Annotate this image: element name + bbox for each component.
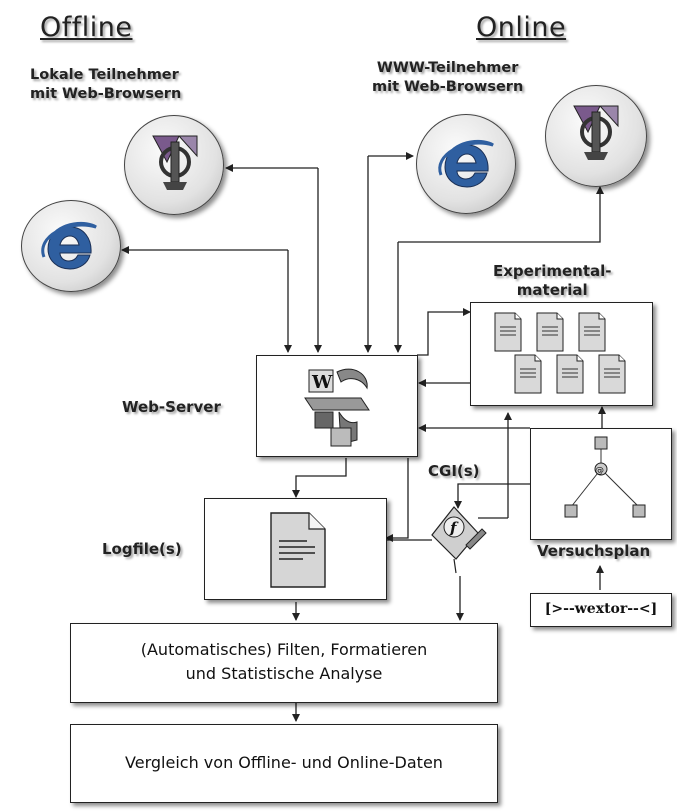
- internet-explorer-icon: [41, 221, 97, 270]
- analysis-line-1: (Automatisches) Filten, Formatieren: [140, 640, 428, 659]
- wextor-label: [>--wextor--<]: [544, 601, 658, 617]
- versuchsplan-label: Versuchsplan: [537, 542, 651, 560]
- document-icon: [536, 312, 564, 352]
- document-icon: [514, 354, 542, 394]
- heading-offline: Offline: [40, 12, 133, 43]
- cgi-function-icon: f: [431, 506, 487, 574]
- experiment-tree-icon: @: [564, 436, 646, 518]
- logfile-label: Logfile(s): [102, 540, 182, 558]
- web-server-box: W: [256, 355, 418, 457]
- experimental-material-box: [470, 302, 653, 406]
- logfile-box: [204, 498, 387, 600]
- document-icon: [598, 354, 626, 394]
- local-netscape-circle: [124, 115, 224, 215]
- wextor-box: [>--wextor--<]: [530, 593, 672, 627]
- web-server-label: Web-Server: [122, 398, 221, 416]
- internet-explorer-icon: [438, 139, 494, 188]
- comparison-text: Vergleich von Offline- und Online-Daten: [125, 753, 443, 772]
- svg-text:W: W: [311, 372, 333, 393]
- cgi-label: CGI(s): [428, 462, 480, 480]
- link-server-material: [417, 308, 471, 356]
- heading-online: Online: [476, 12, 567, 43]
- local-ie-circle: [21, 200, 121, 292]
- analysis-line-2: und Statistische Analyse: [185, 664, 383, 683]
- document-icon: [578, 312, 606, 352]
- svg-text:f: f: [449, 519, 459, 537]
- www-participants-label: WWW-Teilnehmer mit Web-Browsern: [372, 60, 524, 95]
- comparison-box: Vergleich von Offline- und Online-Daten: [70, 724, 498, 803]
- netscape-icon: [573, 105, 619, 160]
- www-netscape-circle: [545, 85, 647, 187]
- web-server-icon: W: [304, 368, 370, 447]
- versuchsplan-box: @: [530, 428, 672, 540]
- document-icon: [494, 312, 522, 352]
- document-icon: [556, 354, 584, 394]
- experimental-material-label: Experimental- material: [493, 262, 612, 299]
- logfile-icon: [270, 512, 326, 588]
- link-server-logfile: [292, 458, 347, 498]
- www-ie-circle: [416, 114, 516, 214]
- svg-text:@: @: [595, 466, 604, 476]
- analysis-box: (Automatisches) Filten, Formatieren und …: [70, 623, 498, 703]
- netscape-icon: [152, 135, 198, 190]
- document-icons: [494, 312, 626, 394]
- local-participants-label: Lokale Teilnehmer mit Web-Browsern: [30, 67, 182, 102]
